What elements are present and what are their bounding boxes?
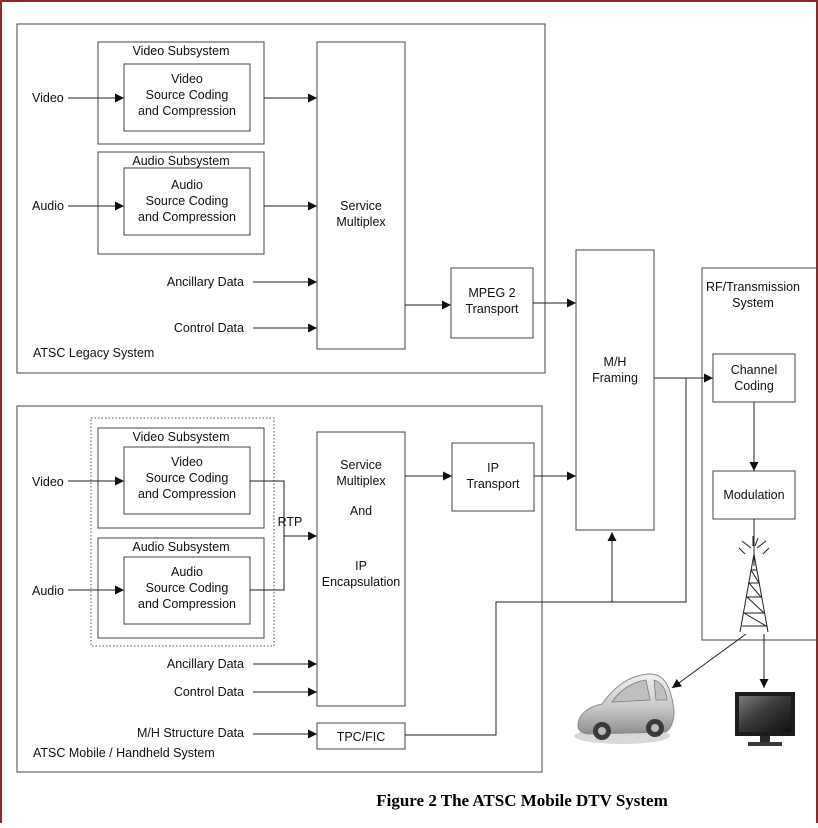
mpeg2-transport-l2: Transport	[465, 302, 519, 316]
mobile-service-multiplex-l3: And	[350, 504, 372, 518]
mobile-ancillary-input-label: Ancillary Data	[167, 657, 244, 671]
legacy-video-coding-l2: Source Coding	[146, 88, 229, 102]
mh-framing-l2: Framing	[592, 371, 638, 385]
mobile-service-multiplex-l5: Encapsulation	[322, 575, 401, 589]
mobile-audio-subsystem-label: Audio Subsystem	[132, 540, 229, 554]
rf-title-l1: RF/Transmission	[706, 280, 800, 294]
ip-transport-l1: IP	[487, 461, 499, 475]
legacy-video-coding-l1: Video	[171, 72, 203, 86]
mobile-structure-input-label: M/H Structure Data	[137, 726, 244, 740]
mobile-control-input-label: Control Data	[174, 685, 244, 699]
tpc-fic-label: TPC/FIC	[337, 730, 386, 744]
mh-framing-box	[576, 250, 654, 530]
legacy-audio-subsystem-label: Audio Subsystem	[132, 154, 229, 168]
broadcast-arrows	[672, 634, 764, 688]
mpeg2-transport-l1: MPEG 2	[468, 286, 515, 300]
legacy-ancillary-input-label: Ancillary Data	[167, 275, 244, 289]
rf-transmission-frame	[702, 268, 818, 640]
rtp-label: RTP	[278, 515, 303, 529]
channel-coding-l2: Coding	[734, 379, 774, 393]
mh-framing-l1: M/H	[604, 355, 627, 369]
legacy-video-subsystem-label: Video Subsystem	[132, 44, 229, 58]
legacy-audio-input-label: Audio	[32, 199, 64, 213]
channel-coding-box	[713, 354, 795, 402]
legacy-video-coding-l3: and Compression	[138, 104, 236, 118]
mobile-service-multiplex-l2: Multiplex	[336, 474, 386, 488]
legacy-system-label: ATSC Legacy System	[33, 346, 154, 360]
modulation-label: Modulation	[723, 488, 784, 502]
mobile-video-coding-l1: Video	[171, 455, 203, 469]
mobile-video-coding-l2: Source Coding	[146, 471, 229, 485]
legacy-service-multiplex	[317, 42, 405, 349]
mobile-service-multiplex-l1: Service	[340, 458, 382, 472]
legacy-audio-coding-l3: and Compression	[138, 210, 236, 224]
mobile-audio-input-label: Audio	[32, 584, 64, 598]
rf-title-l2: System	[732, 296, 774, 310]
legacy-audio-coding-l2: Source Coding	[146, 194, 229, 208]
mobile-video-input-label: Video	[32, 475, 64, 489]
figure-caption: Figure 2 The ATSC Mobile DTV System	[376, 791, 668, 810]
legacy-audio-coding-l1: Audio	[171, 178, 203, 192]
legacy-service-multiplex-l1: Service	[340, 199, 382, 213]
legacy-service-multiplex-l2: Multiplex	[336, 215, 386, 229]
mobile-video-subsystem-label: Video Subsystem	[132, 430, 229, 444]
mobile-audio-coding-l3: and Compression	[138, 597, 236, 611]
mobile-system-label: ATSC Mobile / Handheld System	[33, 746, 215, 760]
ip-transport-l2: Transport	[466, 477, 520, 491]
mobile-audio-coding-l1: Audio	[171, 565, 203, 579]
car-icon	[574, 674, 674, 744]
tv-icon	[735, 692, 795, 746]
channel-coding-l1: Channel	[731, 363, 778, 377]
legacy-video-input-label: Video	[32, 91, 64, 105]
legacy-control-input-label: Control Data	[174, 321, 244, 335]
mobile-service-multiplex-l4: IP	[355, 559, 367, 573]
mobile-audio-coding-l2: Source Coding	[146, 581, 229, 595]
mobile-video-coding-l3: and Compression	[138, 487, 236, 501]
